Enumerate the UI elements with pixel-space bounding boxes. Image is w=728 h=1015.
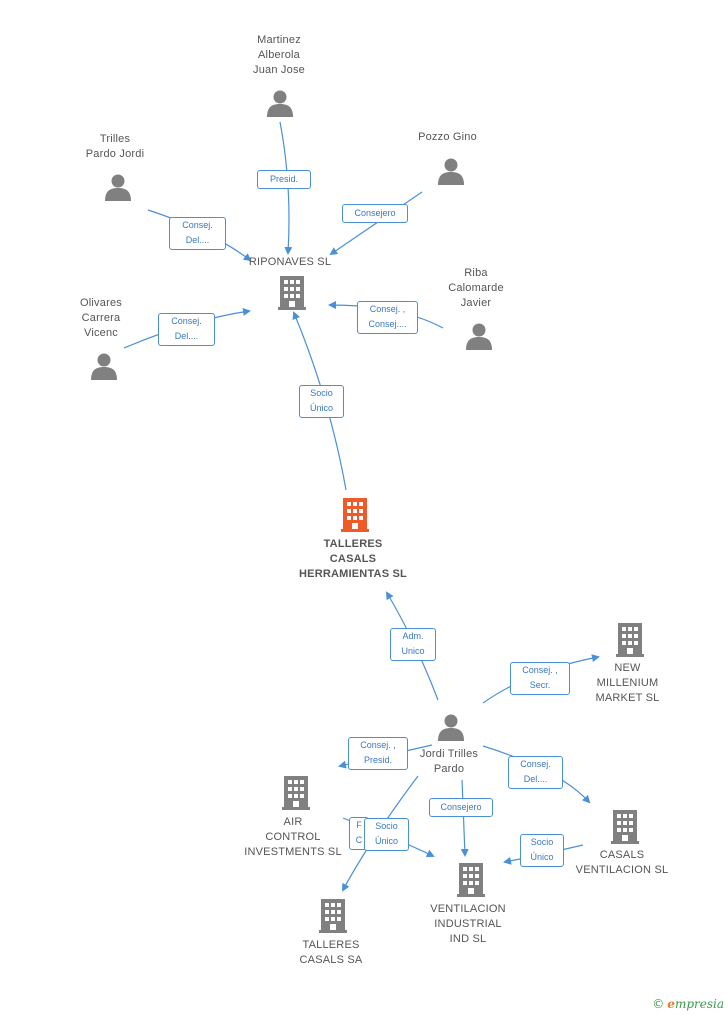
person-icon-olivares[interactable] — [91, 353, 117, 381]
edge-pozzo-riponaves — [329, 191, 423, 256]
node-label-casals[interactable]: CASALS VENTILACION SL — [575, 849, 669, 876]
node-label-jordi[interactable]: Jordi Trilles Pardo — [419, 748, 479, 775]
company-icon-vent[interactable] — [457, 863, 485, 897]
company-icon-air[interactable] — [282, 776, 310, 810]
edge-label-consej-del-casals: Consej. Del.... — [508, 756, 563, 789]
person-icon-trilles[interactable] — [105, 174, 131, 202]
edge-label-consejero-pozzo: Consejero — [342, 204, 408, 223]
edge-label-consej-presid: Consej. , Presid. — [348, 737, 408, 770]
person-icon-riba[interactable] — [466, 323, 492, 351]
company-icon-riponaves[interactable] — [278, 276, 306, 310]
copyright-icon: © — [652, 997, 665, 1011]
edge-jordi-vent — [460, 779, 469, 857]
edge-label-consej-secr: Consej. , Secr. — [510, 662, 570, 695]
person-icon-martinez[interactable] — [267, 90, 293, 118]
edge-label-socio-unico-casals: Socio Único — [520, 834, 564, 867]
node-label-trilles[interactable]: Trilles Pardo Jordi — [85, 133, 145, 160]
node-label-pozzo[interactable]: Pozzo Gino — [418, 131, 477, 143]
edge-label-consejero-vent: Consejero — [429, 798, 493, 817]
node-label-martinez[interactable]: Martinez Alberola Juan Jose — [253, 34, 305, 76]
edge-label-socio-unico-air: Socio Único — [364, 818, 409, 851]
node-label-main[interactable]: TALLERES CASALS HERRAMIENTAS SL — [299, 538, 407, 580]
node-label-air[interactable]: AIR CONTROL INVESTMENTS SL — [244, 816, 342, 858]
node-label-talleressa[interactable]: TALLERES CASALS SA — [299, 939, 363, 966]
company-icon-talleressa[interactable] — [319, 899, 347, 933]
person-icon-pozzo[interactable] — [438, 158, 464, 186]
node-label-riponaves[interactable]: RIPONAVES SL — [248, 256, 332, 268]
edge-label-consej-riba: Consej. , Consej.... — [357, 301, 418, 334]
person-icon-jordi[interactable] — [438, 714, 464, 742]
company-icon-casals[interactable] — [611, 810, 639, 844]
edge-label-socio-unico-main: Socio Único — [299, 385, 344, 418]
node-label-riba[interactable]: Riba Calomarde Javier — [448, 267, 504, 309]
edge-label-consej-del-trilles: Consej. Del.... — [169, 217, 226, 250]
edge-label-adm-unico: Adm. Unico — [390, 628, 436, 661]
edge-label-consej-del-olivares: Consej. Del.... — [158, 313, 215, 346]
node-label-newmillenium[interactable]: NEW MILLENIUM MARKET SL — [595, 662, 660, 704]
edge-label-presid: Presid. — [257, 170, 311, 189]
node-label-olivares[interactable]: Olivares Carrera Vicenc — [80, 297, 122, 339]
node-label-vent[interactable]: VENTILACION INDUSTRIAL IND SL — [430, 903, 506, 945]
empresia-logo[interactable]: ©empresia — [652, 997, 724, 1011]
company-icon-newmillenium[interactable] — [616, 623, 644, 657]
company-icon-main[interactable] — [341, 498, 369, 532]
